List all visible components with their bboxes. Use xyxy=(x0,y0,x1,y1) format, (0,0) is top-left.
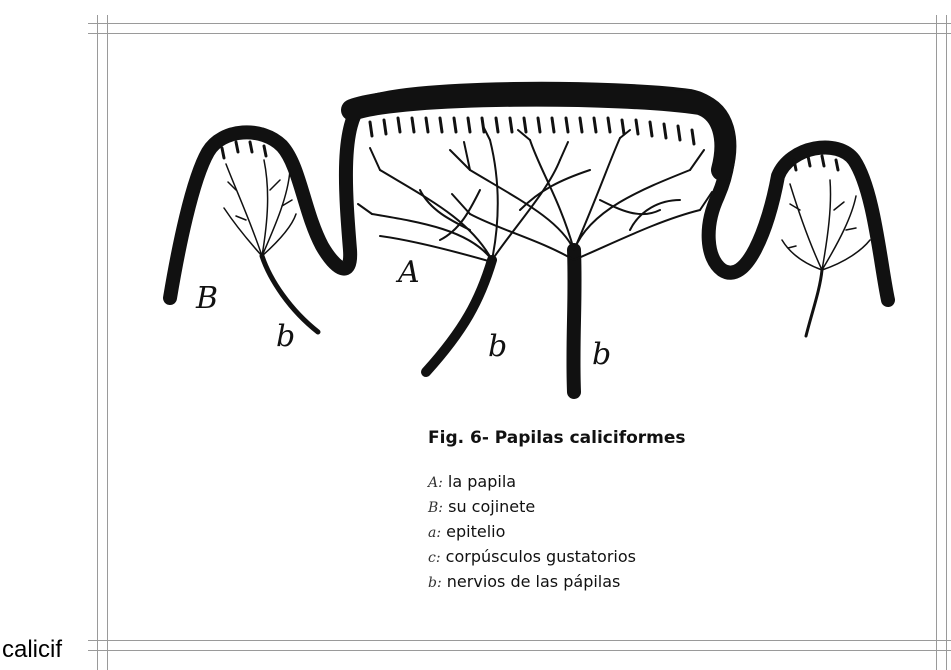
legend-key: B: xyxy=(428,500,443,516)
legend-text: su cojinete xyxy=(448,497,535,516)
legend-key: c: xyxy=(428,550,441,566)
nerve-stem-center xyxy=(573,250,574,392)
label-b-left: b xyxy=(276,322,295,352)
legend-item: c: corpúsculos gustatorios xyxy=(428,547,636,572)
legend-key: A: xyxy=(428,475,443,491)
legend-key: b: xyxy=(428,575,442,591)
epithelium-band xyxy=(170,89,888,300)
legend-text: la papila xyxy=(448,472,516,491)
legend-item: a: epitelio xyxy=(428,522,636,547)
nerve-branches xyxy=(358,128,712,262)
stray-text: calicif xyxy=(2,636,62,664)
label-b-right: b xyxy=(592,340,611,370)
label-b-center: b xyxy=(488,332,507,362)
nerve-stem-left xyxy=(426,260,492,372)
label-B: B xyxy=(196,284,218,314)
label-A: A xyxy=(398,258,420,288)
legend-text: nervios de las pápilas xyxy=(447,572,621,591)
legend-item: B: su cojinete xyxy=(428,497,636,522)
figure-caption: Fig. 6- Papilas caliciformes xyxy=(428,428,686,448)
legend-key: a: xyxy=(428,525,441,541)
figure-legend: A: la papila B: su cojinete a: epitelio … xyxy=(428,472,636,597)
legend-item: b: nervios de las pápilas xyxy=(428,572,636,597)
legend-item: A: la papila xyxy=(428,472,636,497)
legend-text: epitelio xyxy=(446,522,505,541)
gustatory-corpuscles xyxy=(222,118,838,170)
legend-text: corpúsculos gustatorios xyxy=(446,547,636,566)
